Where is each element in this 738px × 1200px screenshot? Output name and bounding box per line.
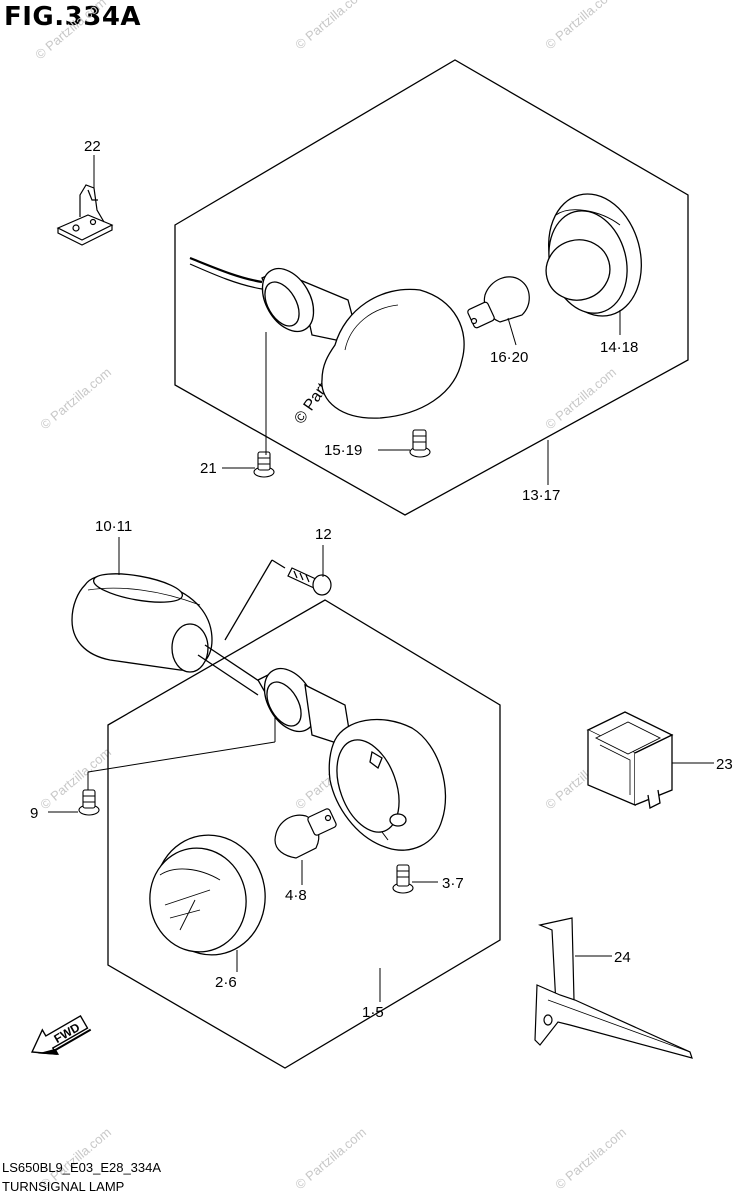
callout-12: 12 [315,526,332,543]
lower-lamp-assembly [263,667,447,851]
lamp-housing-bracket-part [71,573,213,673]
upper-lamp-assembly [189,256,465,419]
watermark: © Partzilla.com [542,364,619,432]
callout-24: 24 [614,949,631,966]
upper-lens-part [545,193,642,317]
watermark: © Partzilla.com [292,1124,369,1192]
watermark: © Partzilla.com [37,744,114,812]
callout-10-11: 10·11 [95,518,132,535]
callout-9: 9 [30,805,38,822]
watermark: © Partzilla.com [32,0,109,62]
callouts: 22 14·18 16·20 15·19 21 13·17 10·11 12 2… [30,138,733,1021]
callout-22: 22 [84,138,101,155]
screw-15-19 [409,429,431,458]
callout-2-6: 2·6 [215,974,237,991]
callout-4-8: 4·8 [285,887,307,904]
callout-1-5: 1·5 [362,1004,384,1021]
lower-lens-part [149,834,266,956]
screw-21 [253,451,275,478]
screw-9 [78,789,100,816]
bolt-part [287,567,332,596]
callout-3-7: 3·7 [442,875,464,892]
assembly-box-top [174,59,689,516]
leader-lines-top [93,155,621,485]
relay-part [586,711,674,809]
callout-14-18: 14·18 [600,339,638,356]
upper-bulb-part [467,276,530,329]
callout-15-19: 15·19 [324,442,362,459]
figure-title: FIG.334A [4,2,142,32]
callout-16-20: 16·20 [490,349,528,366]
screw-3-7 [392,864,414,894]
clip-bracket-part [56,184,114,246]
lower-bulb-part [274,808,337,859]
watermark: © Partzilla.com [542,0,619,52]
callout-21: 21 [200,460,217,477]
callout-23: 23 [716,756,733,773]
watermark: © Partzilla.com [552,1124,629,1192]
forward-arrow-icon: FWD [30,1014,92,1055]
mounting-bracket-part [534,917,693,1059]
watermark: © Partzilla.com [37,364,114,432]
assembly-box-bottom [107,599,501,1069]
leader-lines-bottom [48,537,714,1002]
callout-13-17: 13·17 [522,487,560,504]
figure-code: LS650BL9_E03_E28_334A [2,1160,162,1175]
figure-name: TURNSIGNAL LAMP [2,1179,125,1194]
watermark: © Partzilla.com [292,0,369,52]
